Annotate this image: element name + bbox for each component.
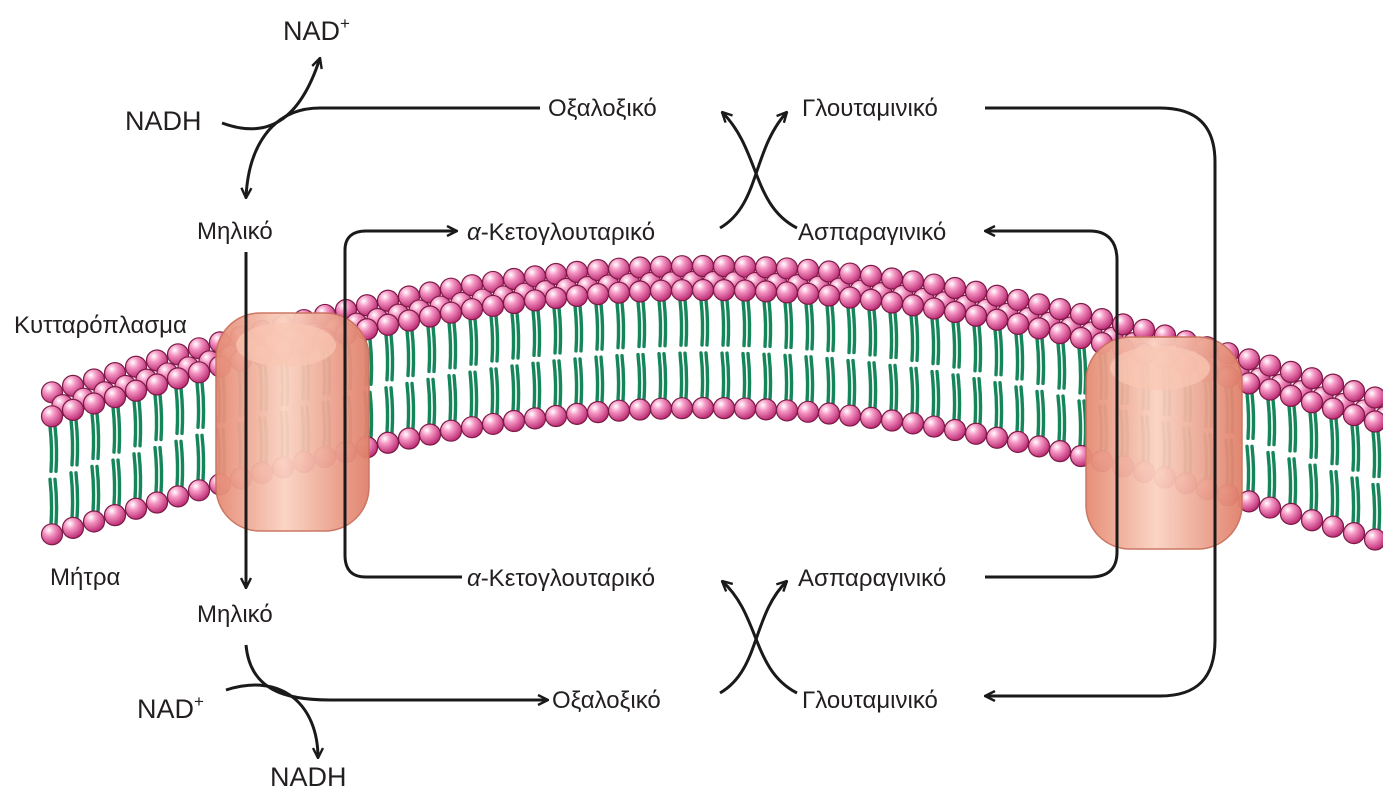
aspartate-glutamate-transporter: [1086, 337, 1242, 549]
glutamate-label-matrix: Γλουταμινικό: [802, 687, 938, 714]
nadh-label-top: NADH: [125, 106, 202, 136]
oxaloacetate-label-cytoplasm: Οξαλοξικό: [548, 95, 657, 122]
ketoglutarate-label-matrix: α-Κετογλουταρικό: [467, 565, 655, 592]
ketoglutarate-label-cytoplasm: α-Κετογλουταρικό: [467, 219, 655, 246]
malate-to-oxaloacetate-arrow: [246, 645, 548, 700]
oxaloacetate-label-matrix: Οξαλοξικό: [552, 687, 661, 714]
malate-label-matrix: Μηλικό: [197, 601, 273, 628]
nad-plus-label-bottom: NAD+: [137, 692, 204, 724]
nad-plus-label-top: NAD+: [283, 14, 350, 46]
matrix-label: Μήτρα: [50, 564, 120, 591]
aspartate-label-matrix: Ασπαραγινικό: [798, 565, 946, 592]
matrix-glutamate-to-ketoglutarate-arrow: [722, 581, 797, 693]
glutamate-label-cytoplasm: Γλουταμινικό: [802, 95, 938, 122]
nadh-oxidation-arrow: [222, 58, 320, 129]
nadh-label-bottom: NADH: [270, 762, 347, 792]
nad-reduction-arrow: [226, 685, 318, 758]
oxaloacetate-to-malate-arrow: [246, 108, 540, 198]
malate-label-cytoplasm: Μηλικό: [197, 218, 273, 245]
cyto-aspartate-to-oxaloacetate-arrow: [722, 112, 797, 228]
cytoplasm-label: Κυτταρόπλασμα: [14, 312, 187, 339]
aspartate-label-cytoplasm: Ασπαραγινικό: [798, 219, 946, 246]
